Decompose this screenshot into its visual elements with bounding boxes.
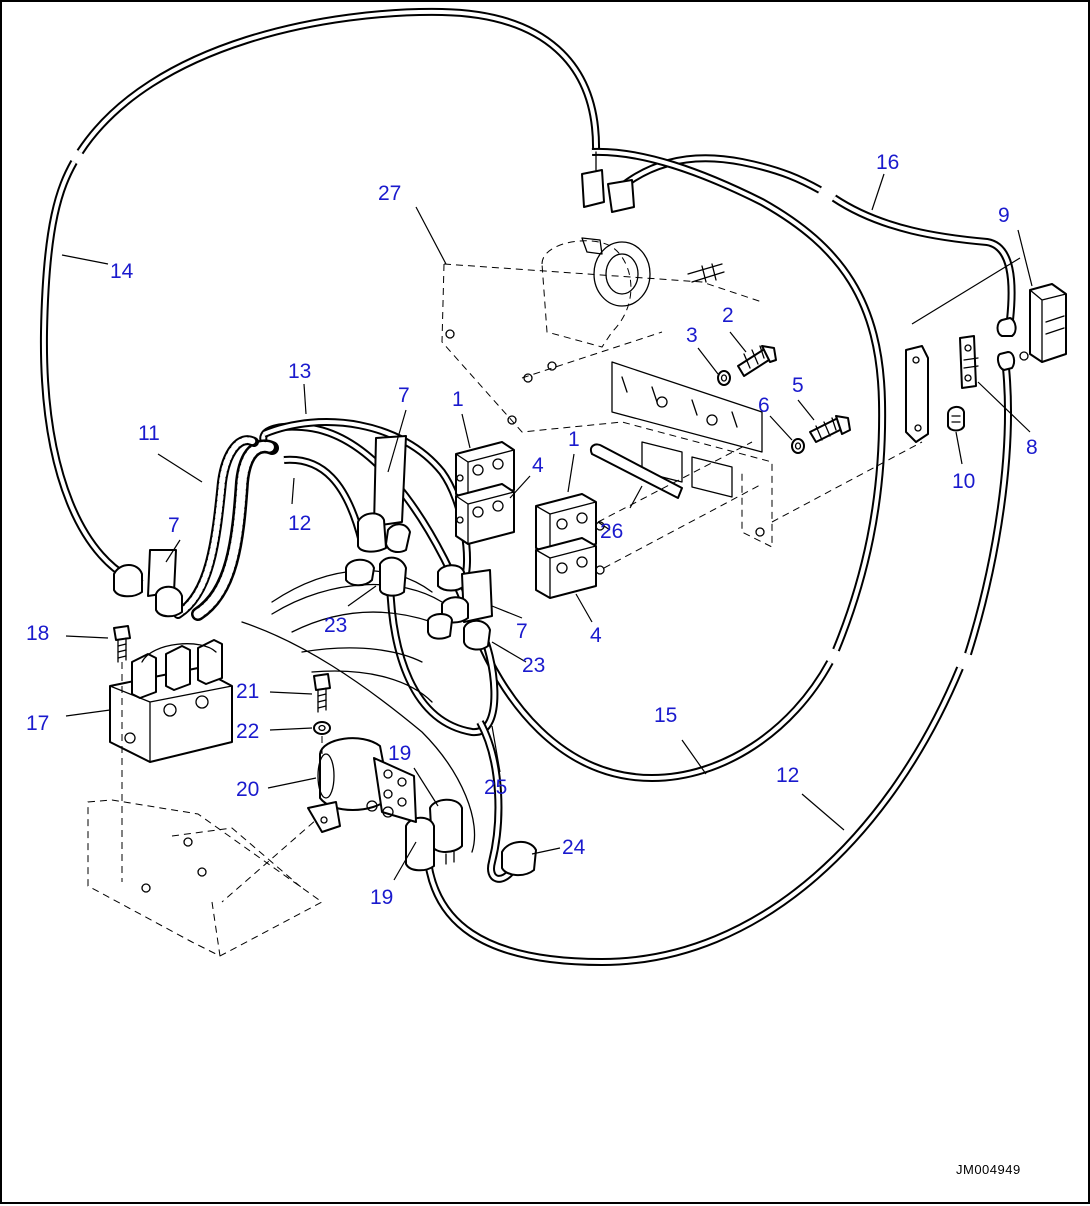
terminal-block-17 xyxy=(109,639,233,763)
callout-12-short: 12 xyxy=(288,512,311,535)
callout-26: 26 xyxy=(600,520,623,543)
callout-17: 17 xyxy=(26,712,49,735)
callout-7-center: 7 xyxy=(398,384,410,407)
callout-5: 5 xyxy=(792,374,804,397)
bolt-21 xyxy=(313,673,331,713)
cable-12-long xyxy=(423,367,1012,966)
callout-21: 21 xyxy=(236,680,259,703)
bolt-10 xyxy=(947,406,965,432)
callout-3: 3 xyxy=(686,324,698,347)
relay-upper xyxy=(455,441,515,545)
callout-12-long: 12 xyxy=(776,764,799,787)
callout-23-left: 23 xyxy=(324,614,347,637)
callout-6: 6 xyxy=(758,394,770,417)
cable-12-short xyxy=(283,455,366,543)
callout-2: 2 xyxy=(722,304,734,327)
connector-7-left xyxy=(113,549,183,618)
bar-26 xyxy=(590,441,763,569)
leader-lines xyxy=(61,173,1033,881)
callout-15: 15 xyxy=(654,704,677,727)
washer-3 xyxy=(717,370,731,386)
callout-19-upper: 19 xyxy=(388,742,411,765)
figure-number: JM004949 xyxy=(956,1162,1021,1177)
connector-7-right xyxy=(427,564,493,651)
callout-14: 14 xyxy=(110,260,134,283)
cable-16 xyxy=(617,154,1016,321)
callout-23-right: 23 xyxy=(522,654,545,677)
bolt-18 xyxy=(113,625,131,882)
callout-24: 24 xyxy=(562,836,586,859)
callout-25: 25 xyxy=(484,776,507,799)
clip-8 xyxy=(959,335,979,389)
callout-19-lower: 19 xyxy=(370,886,393,909)
callout-7-right: 7 xyxy=(516,620,528,643)
cable-13 xyxy=(262,418,472,582)
bracket-plate xyxy=(771,345,929,523)
bracket-27 xyxy=(441,263,773,548)
callout-9: 9 xyxy=(998,204,1010,227)
ring-terminals xyxy=(996,317,1017,371)
compressor-motor xyxy=(521,151,725,383)
callout-22: 22 xyxy=(236,720,259,743)
callout-16: 16 xyxy=(876,151,899,174)
connector-19 xyxy=(405,798,463,872)
terminal-box-9 xyxy=(1019,283,1067,363)
bolt-5 xyxy=(809,415,851,443)
connector-7-center xyxy=(345,435,411,597)
callout-8: 8 xyxy=(1026,436,1038,459)
cable-25 xyxy=(386,581,518,883)
callout-10: 10 xyxy=(952,470,975,493)
callout-labels: 27 14 16 9 8 10 2 3 5 6 1 1 4 26 4 13 7 … xyxy=(26,151,1038,909)
callout-27: 27 xyxy=(378,182,401,205)
relay-lower xyxy=(535,493,605,599)
bolt-2 xyxy=(737,345,777,377)
callout-18: 18 xyxy=(26,622,49,645)
connector-24 xyxy=(501,841,537,876)
mount-bracket xyxy=(87,799,333,957)
callout-4-upper: 4 xyxy=(532,454,544,477)
callout-1-lower: 1 xyxy=(568,428,580,451)
washer-6 xyxy=(791,438,805,454)
cable-11-harness xyxy=(173,435,279,621)
callout-4-lower: 4 xyxy=(590,624,602,647)
cable-14 xyxy=(39,7,601,588)
callout-13: 13 xyxy=(288,360,311,383)
washer-22 xyxy=(313,721,331,754)
callout-1-upper: 1 xyxy=(452,388,464,411)
relay-20 xyxy=(307,737,417,833)
callout-20: 20 xyxy=(236,778,259,801)
callout-11: 11 xyxy=(138,422,160,445)
callout-7-left: 7 xyxy=(168,514,180,537)
phantom-wires xyxy=(241,570,476,853)
